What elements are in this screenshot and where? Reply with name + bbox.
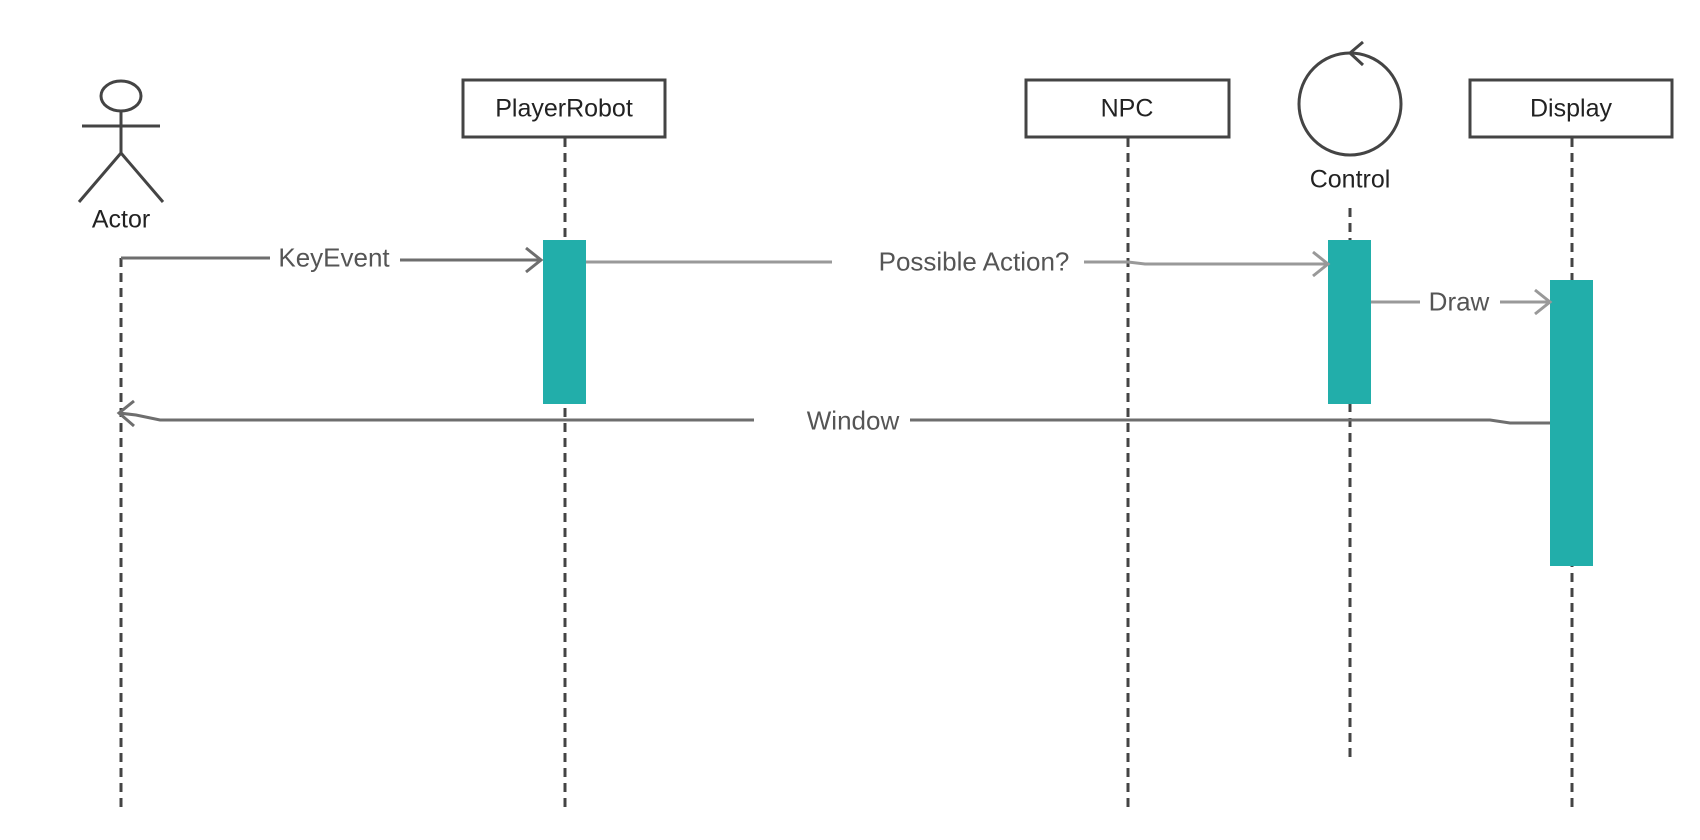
participant-box-display xyxy=(1468,78,1674,139)
message-arrow-draw xyxy=(1371,288,1553,316)
participant-box-playerrobot xyxy=(461,78,667,139)
message-label-draw: Draw xyxy=(1422,286,1496,318)
participant-box-npc xyxy=(1024,78,1231,139)
message-arrow-possible-action xyxy=(586,250,1331,278)
message-label-keyevent: KeyEvent xyxy=(272,242,396,274)
participant-label-playerrobot: PlayerRobot xyxy=(495,94,633,123)
activation-bar-control xyxy=(1328,240,1371,404)
participant-label-control: Control xyxy=(1309,165,1391,194)
message-arrow-keyevent xyxy=(121,246,544,274)
activation-bar-display xyxy=(1550,280,1593,566)
message-arrow-window xyxy=(116,399,1550,428)
message-label-window: Window xyxy=(800,405,906,437)
message-label-possible-action: Possible Action? xyxy=(872,246,1076,278)
participant-label-display: Display xyxy=(1530,94,1612,123)
participant-label-actor: Actor xyxy=(91,205,151,234)
participant-label-npc: NPC xyxy=(1100,94,1154,123)
control-circle-icon xyxy=(1297,40,1403,157)
activation-bar-playerrobot xyxy=(543,240,586,404)
stick-figure-icon xyxy=(77,79,165,203)
